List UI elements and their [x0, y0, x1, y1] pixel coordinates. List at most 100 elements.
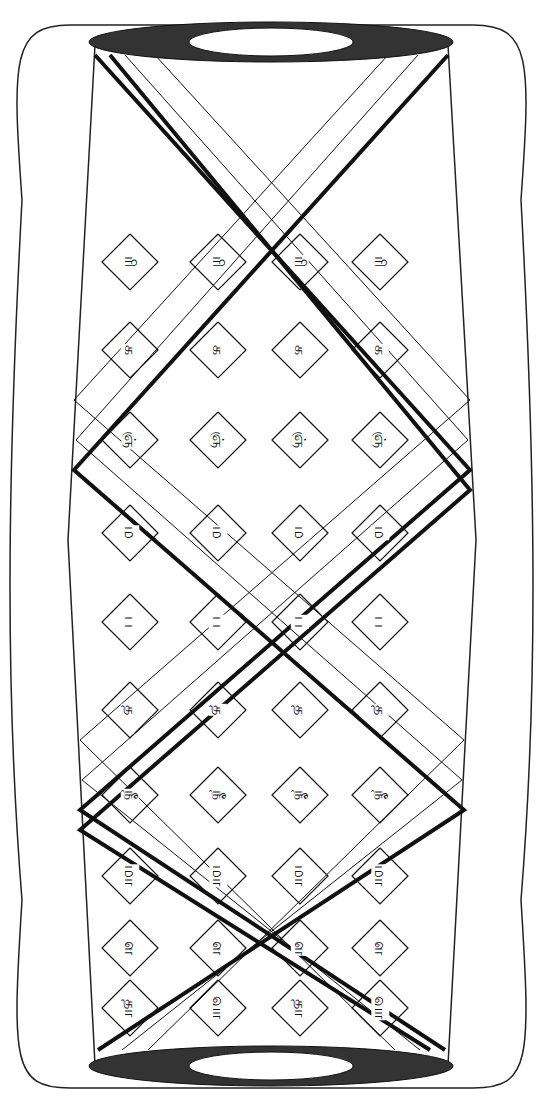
diamond-outline	[102, 412, 158, 468]
swara-diamond: தா	[101, 979, 159, 1037]
swara-letter: ப	[371, 615, 389, 629]
swara-diamond: நீ	[351, 766, 409, 824]
diamond-outline	[190, 920, 246, 976]
swara-letter: த	[371, 704, 389, 716]
diamond-outline	[352, 234, 408, 290]
swara-diamond: ள	[101, 919, 159, 977]
swara-letter: த	[291, 704, 309, 716]
drum-shell	[10, 25, 533, 1088]
diamond-outline	[352, 505, 408, 561]
swara-letter: ரி	[371, 255, 389, 269]
diamond-outline	[272, 322, 328, 378]
swara-diamond: ஞ்	[189, 411, 247, 469]
diamond-outline	[190, 980, 246, 1036]
swara-diamond: க	[101, 321, 159, 379]
swara-diamond: ஞ்	[351, 411, 409, 469]
swara-letter: ஞ்	[291, 431, 309, 450]
diamond-outline	[102, 848, 158, 904]
swara-diamond: நீ	[101, 766, 159, 824]
swara-diamond: ரி	[189, 233, 247, 291]
swara-letter: க	[209, 344, 227, 356]
swara-diamond: ஞ்	[101, 411, 159, 469]
diamond-outline	[352, 322, 408, 378]
swara-diamond: த	[271, 681, 329, 739]
swara-diamond: ஞ்	[271, 411, 329, 469]
swara-diamond: மா	[101, 847, 159, 905]
diamond-outline	[190, 505, 246, 561]
diamond-outline	[272, 767, 328, 823]
swara-letter: ள	[121, 940, 139, 956]
diamond-outline	[102, 767, 158, 823]
diamond-outline	[102, 920, 158, 976]
swara-diamond: க	[351, 321, 409, 379]
swara-diamond: நீ	[271, 766, 329, 824]
swara-letter: நீ	[209, 789, 227, 801]
swara-diamond: ரி	[351, 233, 409, 291]
swara-letter: வா	[371, 996, 389, 1021]
swara-diamond: மா	[271, 847, 329, 905]
swara-letter: ம	[121, 526, 139, 541]
swara-letter: ஞ்	[121, 431, 139, 450]
diamond-outline	[190, 412, 246, 468]
swara-letter: மா	[371, 865, 389, 888]
diamond-outline	[102, 682, 158, 738]
diamond-outline	[190, 234, 246, 290]
swara-diamond: ப	[271, 593, 329, 651]
swara-letter: வா	[209, 996, 227, 1021]
swara-diamond: க	[271, 321, 329, 379]
diamond-outline	[102, 322, 158, 378]
thick-lacing	[74, 55, 470, 1050]
swara-diamond: ள	[351, 919, 409, 977]
diamond-outline	[352, 848, 408, 904]
diamond-outline	[190, 594, 246, 650]
swara-diamond: ம	[271, 504, 329, 562]
swara-letter: மா	[291, 865, 309, 888]
swara-letter: ள	[209, 940, 227, 956]
swara-diamond: நீ	[189, 766, 247, 824]
swara-diamond: ம	[351, 504, 409, 562]
swara-letter: ஞ்	[209, 431, 227, 450]
diamond-outline	[190, 322, 246, 378]
swara-letter: தா	[121, 998, 139, 1018]
diamond-outline	[102, 505, 158, 561]
swara-letter: நீ	[121, 789, 139, 801]
diamond-outline	[352, 980, 408, 1036]
swara-diamond: மா	[351, 847, 409, 905]
swara-letter: ப	[209, 615, 227, 629]
swara-letter: த	[121, 704, 139, 716]
swara-diamond: க	[189, 321, 247, 379]
swara-letter: ரி	[121, 255, 139, 269]
diamond-outline	[352, 767, 408, 823]
swara-letter: ம	[291, 526, 309, 541]
diamond-outline	[272, 980, 328, 1036]
swara-diamond: த	[189, 681, 247, 739]
diamond-outline	[272, 234, 328, 290]
swara-letter: மா	[121, 865, 139, 888]
swara-letter: ள	[291, 940, 309, 956]
swara-letter: தா	[291, 998, 309, 1018]
diamond-outline	[352, 682, 408, 738]
swara-letter: ப	[291, 615, 309, 629]
drum-rim	[89, 22, 453, 1086]
swara-letter: க	[121, 344, 139, 356]
swara-diamond: வா	[351, 979, 409, 1037]
swara-diamond: ள	[189, 919, 247, 977]
diamond-outline	[272, 412, 328, 468]
diamond-outline	[272, 594, 328, 650]
swara-letter: நீ	[371, 789, 389, 801]
swara-diamond: த	[351, 681, 409, 739]
drum-side	[68, 45, 95, 1065]
diamond-outline	[102, 980, 158, 1036]
swara-letter: ஞ்	[371, 431, 389, 450]
swara-diamond: வா	[189, 979, 247, 1037]
diamond-outline	[272, 682, 328, 738]
swara-letter: மா	[209, 865, 227, 888]
thin-lacing	[74, 55, 470, 1050]
swara-letter: க	[291, 344, 309, 356]
swara-diamond: ம	[189, 504, 247, 562]
swara-letter: ம	[209, 526, 227, 541]
diamond-outline	[272, 505, 328, 561]
swara-diamond: ரி	[101, 233, 159, 291]
